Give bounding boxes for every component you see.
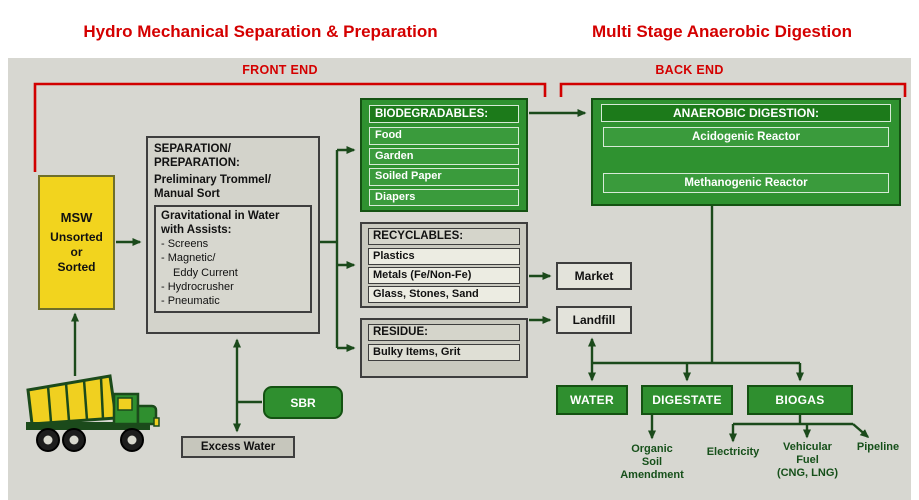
separation-title: SEPARATION/ PREPARATION:: [154, 143, 240, 170]
separation-box: SEPARATION/ PREPARATION: Preliminary Tro…: [146, 136, 320, 334]
msw-subtitle: Unsorted or Sorted: [50, 230, 103, 275]
methanogenic-reactor-box: Methanogenic Reactor: [603, 173, 889, 193]
acidogenic-reactor-box: Acidogenic Reactor: [603, 127, 889, 147]
page-title-front: Hydro Mechanical Separation & Preparatio…: [83, 22, 438, 41]
msw-title: MSW: [60, 209, 93, 225]
residue-item-bulky: Bulky Items, Grit: [368, 344, 520, 361]
separation-subtitle: Preliminary Trommel/ Manual Sort: [154, 174, 271, 201]
separation-methods-title: Gravitational in Water with Assists:: [161, 210, 280, 237]
biodegradables-item-garden: Garden: [369, 147, 519, 165]
end-use-organic-soil-amendment: Organic Soil Amendment: [620, 443, 684, 482]
separation-method-item: - Hydrocrusher: [161, 280, 234, 293]
recyclables-box: RECYCLABLES: Plastics Metals (Fe/Non-Fe)…: [360, 222, 528, 308]
end-use-vehicular-fuel: Vehicular Fuel (CNG, LNG): [776, 441, 839, 480]
truck-illustration: [26, 374, 160, 452]
biodegradables-item-diapers: Diapers: [369, 188, 519, 206]
separation-method-item: - Magnetic/: [161, 252, 216, 265]
separation-methods-box: Gravitational in Water with Assists: - S…: [154, 205, 312, 313]
biodegradables-item-food: Food: [369, 127, 519, 145]
anaerobic-digestion-box: ANAEROBIC DIGESTION: Acidogenic Reactor …: [591, 98, 901, 206]
anaerobic-digestion-title: ANAEROBIC DIGESTION:: [601, 104, 891, 122]
separation-method-item: - Pneumatic: [161, 295, 220, 308]
sbr-box: SBR: [263, 386, 343, 419]
market-box: Market: [556, 262, 632, 290]
front-end-bracket: [33, 82, 547, 172]
residue-box: RESIDUE: Bulky Items, Grit: [360, 318, 528, 378]
water-box: WATER: [556, 385, 628, 415]
recyclables-item-metals: Metals (Fe/Non-Fe): [368, 267, 520, 284]
biogas-box: BIOGAS: [747, 385, 853, 415]
separation-method-item: Eddy Current: [173, 266, 238, 279]
front-end-label: FRONT END: [242, 63, 318, 77]
biodegradables-title: BIODEGRADABLES:: [369, 105, 519, 123]
excess-water-box: Excess Water: [181, 436, 295, 458]
residue-title: RESIDUE:: [368, 324, 520, 341]
digestate-box: DIGESTATE: [641, 385, 733, 415]
landfill-box: Landfill: [556, 306, 632, 334]
arrow-to-pipeline: [852, 423, 870, 438]
back-end-label: BACK END: [655, 63, 724, 77]
recyclables-title: RECYCLABLES:: [368, 228, 520, 245]
back-end-bracket: [559, 82, 907, 97]
end-use-pipeline: Pipeline: [856, 441, 900, 453]
recyclables-item-glass: Glass, Stones, Sand: [368, 286, 520, 303]
end-use-electricity: Electricity: [706, 446, 760, 458]
biodegradables-item-soiled-paper: Soiled Paper: [369, 168, 519, 186]
msw-box: MSW Unsorted or Sorted: [38, 175, 115, 310]
biodegradables-box: BIODEGRADABLES: Food Garden Soiled Paper…: [360, 98, 528, 212]
recyclables-item-plastics: Plastics: [368, 248, 520, 265]
separation-method-item: - Screens: [161, 238, 209, 251]
page-title-back: Multi Stage Anaerobic Digestion: [591, 22, 853, 41]
